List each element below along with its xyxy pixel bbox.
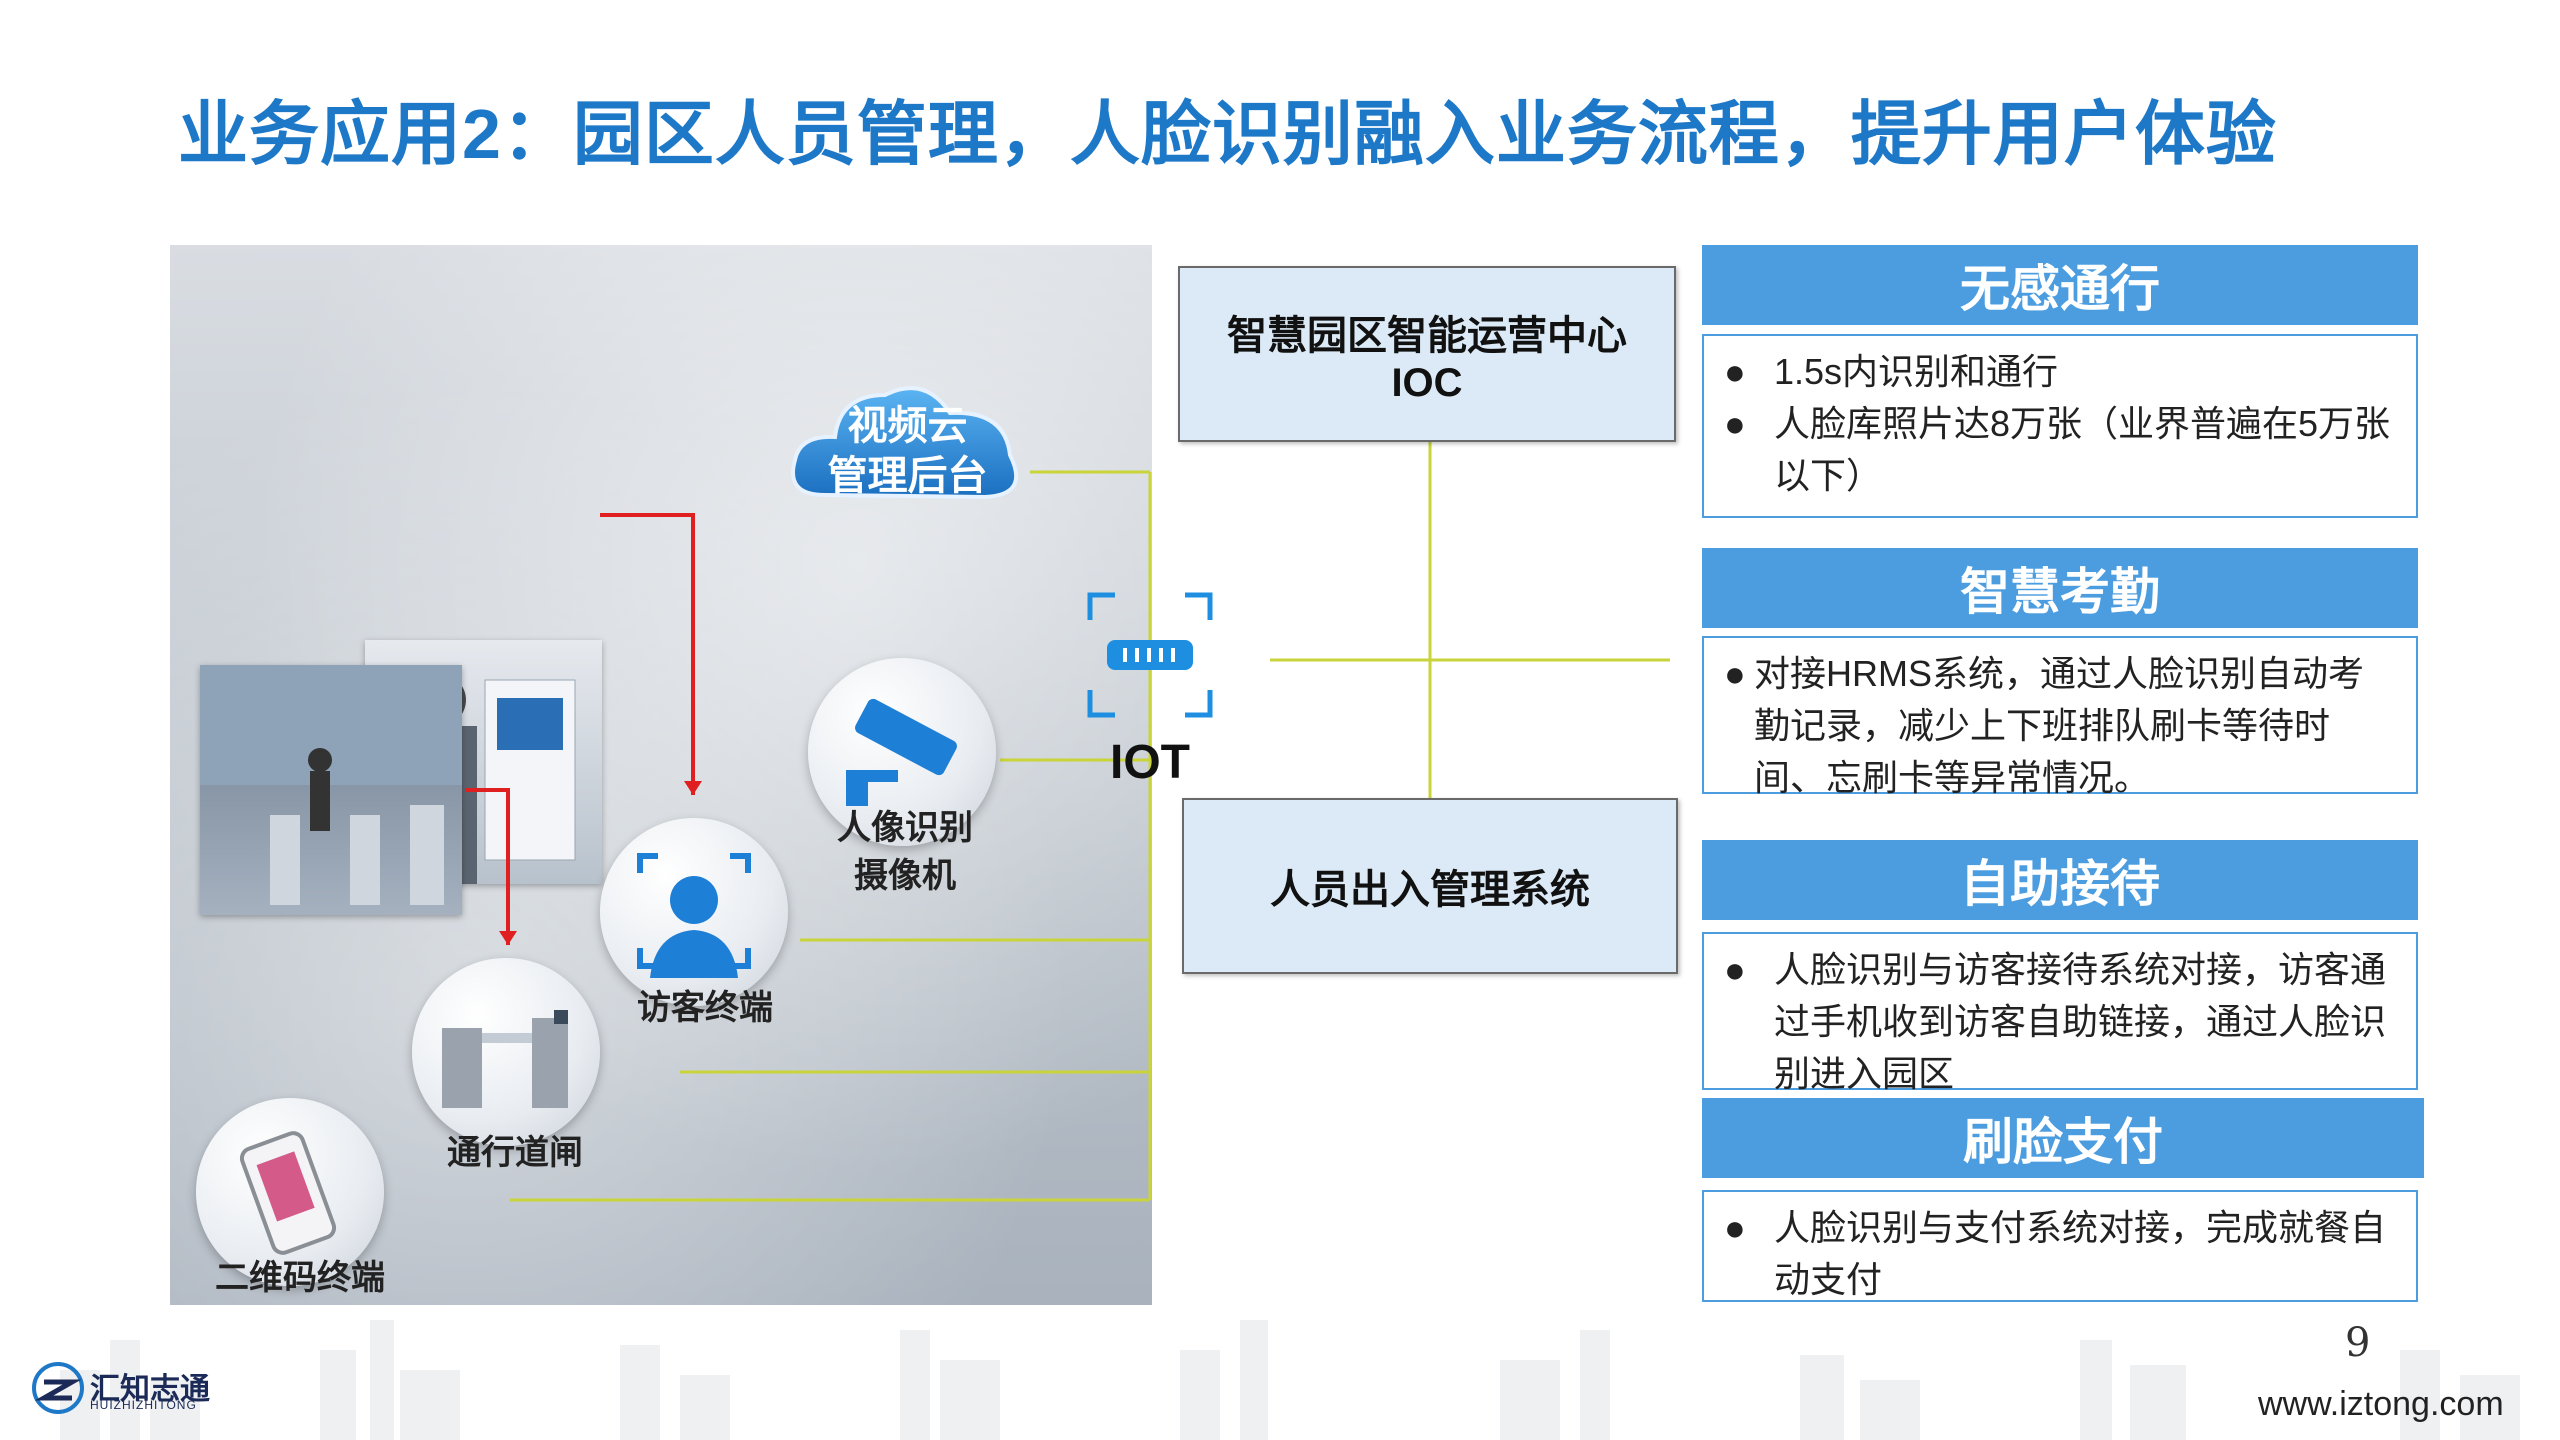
ioc-abbr: IOC: [1391, 360, 1463, 405]
bullet-item: ●对接HRMS系统，通过人脸识别自动考勤记录，减少上下班排队刷卡等待时间、忘刷卡…: [1724, 648, 2396, 805]
bullet-dot: ●: [1724, 351, 1746, 392]
card-panel-3: ● 人脸识别与支付系统对接，完成就餐自动支付: [1702, 1190, 2418, 1302]
bullet-item: ● 人脸库照片达8万张（业界普遍在5万张以下）: [1724, 398, 2396, 502]
iot-router-icon: [1087, 592, 1213, 718]
bullet-text: 1.5s内识别和通行: [1774, 351, 2059, 392]
iot-node: [1085, 590, 1215, 720]
phone-icon: [239, 1131, 337, 1255]
card-header-2: 自助接待: [1702, 840, 2418, 920]
logo-icon: [32, 1362, 84, 1414]
card-header-1: 智慧考勤: [1702, 548, 2418, 628]
card-panel-0: ● 1.5s内识别和通行 ● 人脸库照片达8万张（业界普遍在5万张以下）: [1702, 334, 2418, 518]
arrow-head: [684, 781, 702, 795]
bullet-text: 对接HRMS系统，通过人脸识别自动考勤记录，减少上下班排队刷卡等待时间、忘刷卡等…: [1754, 653, 2364, 799]
red-flow-arrow: [465, 788, 510, 945]
ioc-box: 智慧园区智能运营中心 IOC: [1178, 266, 1676, 442]
ioc-title: 智慧园区智能运营中心: [1227, 313, 1627, 358]
bullet-text: 人脸识别与支付系统对接，完成就餐自动支付: [1774, 1207, 2387, 1301]
iot-label: IOT: [1110, 736, 1190, 789]
camera-label-1: 人像识别: [837, 809, 973, 847]
gate-label: 通行道闸: [447, 1134, 583, 1172]
arrow-head: [499, 931, 517, 945]
cloud-label-2: 管理后台: [827, 454, 988, 498]
city-skyline-decoration: [60, 1320, 2520, 1440]
cloud-label-1: 视频云: [847, 404, 968, 448]
bullet-dot: ●: [1724, 949, 1746, 990]
bullet-text: 人脸库照片达8万张（业界普遍在5万张以下）: [1774, 403, 2391, 497]
gate-node: [412, 958, 600, 1146]
camera-label-2: 摄像机: [854, 857, 956, 895]
page-number: 9: [2345, 1320, 2371, 1366]
card-header-3: 刷脸支付: [1702, 1098, 2424, 1178]
logo-subtext: HUIZHIZHITONG: [90, 1398, 197, 1412]
red-flow-arrow: [600, 513, 695, 795]
camera-icon: [846, 698, 957, 806]
bullet-dot: ●: [1724, 1207, 1746, 1248]
bullet-item: ● 人脸识别与支付系统对接，完成就餐自动支付: [1724, 1202, 2396, 1306]
face-recognition-icon: [637, 853, 751, 978]
company-logo: 汇知志通 HUIZHIZHITONG: [30, 1360, 210, 1421]
bullet-dot: ●: [1724, 403, 1746, 445]
card-header-0: 无感通行: [1702, 245, 2418, 325]
visitor-terminal-label: 访客终端: [637, 989, 773, 1027]
bullet-item: ● 1.5s内识别和通行: [1724, 346, 2396, 398]
logo-text: 汇知志通: [90, 1373, 210, 1406]
qr-terminal-node: [196, 1098, 384, 1286]
turnstile-icon: [442, 1010, 568, 1108]
visitor-terminal-node: [600, 818, 788, 1006]
gate-illustration: [200, 665, 462, 905]
gate-photo: [200, 665, 462, 915]
cloud-icon: [791, 386, 1019, 500]
access-management-box: 人员出入管理系统: [1182, 798, 1678, 974]
video-cloud-node: 视频云 管理后台: [785, 365, 1030, 515]
card-panel-2: ● 人脸识别与访客接待系统对接，访客通过手机收到访客自助链接，通过人脸识别进入园区: [1702, 932, 2418, 1094]
qr-terminal-label: 二维码终端: [215, 1259, 385, 1297]
face-camera-node: [808, 658, 996, 846]
page-title: 业务应用2：园区人员管理，人脸识别融入业务流程，提升用户体验: [178, 95, 2277, 173]
bullet-dot: ●: [1724, 653, 1746, 694]
bullet-item: ● 人脸识别与访客接待系统对接，访客通过手机收到访客自助链接，通过人脸识别进入园区: [1724, 944, 2396, 1101]
bullet-text: 人脸识别与访客接待系统对接，访客通过手机收到访客自助链接，通过人脸识别进入园区: [1774, 949, 2387, 1095]
website-url: www.iztong.com: [2258, 1385, 2504, 1423]
card-panel-1: ●对接HRMS系统，通过人脸识别自动考勤记录，减少上下班排队刷卡等待时间、忘刷卡…: [1702, 636, 2418, 798]
